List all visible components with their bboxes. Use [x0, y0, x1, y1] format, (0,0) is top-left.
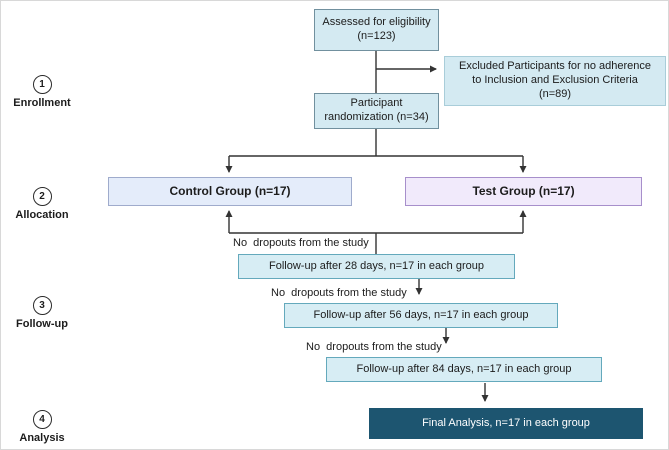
box-followup-84-days: Follow-up after 84 days, n=17 in each gr… — [326, 357, 602, 382]
box-test-group: Test Group (n=17) — [405, 177, 642, 206]
step-1-number: 1 — [39, 79, 45, 90]
box-excluded-participants: Excluded Participants for no adherence t… — [444, 56, 666, 106]
box-participant-randomization: Participant randomization (n=34) — [314, 93, 439, 129]
step-followup: 3 Follow-up — [2, 296, 82, 330]
step-3-number: 3 — [39, 300, 45, 311]
step-enrollment: 1 Enrollment — [2, 75, 82, 109]
step-1-badge: 1 — [32, 75, 52, 94]
box-final-analysis: Final Analysis, n=17 in each group — [369, 408, 643, 439]
step-4-label: Analysis — [19, 432, 65, 444]
step-3-label: Follow-up — [16, 318, 68, 330]
step-2-badge: 2 — [32, 187, 52, 206]
step-4-number: 4 — [39, 414, 45, 425]
note-no-dropouts-1: No dropouts from the study — [233, 237, 369, 249]
step-2-label: Allocation — [15, 209, 69, 221]
step-2-number: 2 — [39, 191, 45, 202]
box-assessed-eligibility: Assessed for eligibility (n=123) — [314, 9, 439, 51]
box-control-group: Control Group (n=17) — [108, 177, 352, 206]
step-analysis: 4 Analysis — [2, 410, 82, 444]
step-3-badge: 3 — [32, 296, 52, 315]
note-no-dropouts-3: No dropouts from the study — [306, 341, 442, 353]
box-followup-56-days: Follow-up after 56 days, n=17 in each gr… — [284, 303, 558, 328]
step-4-badge: 4 — [32, 410, 52, 429]
step-1-label: Enrollment — [13, 97, 71, 109]
step-allocation: 2 Allocation — [2, 187, 82, 221]
box-followup-28-days: Follow-up after 28 days, n=17 in each gr… — [238, 254, 515, 279]
note-no-dropouts-2: No dropouts from the study — [271, 287, 407, 299]
